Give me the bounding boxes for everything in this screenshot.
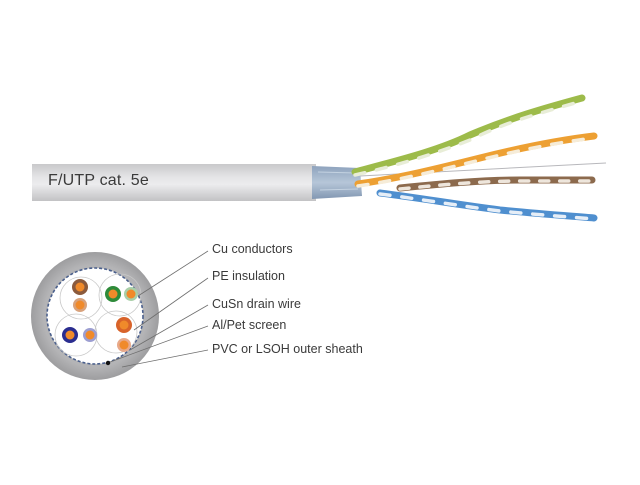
callout-screen: Al/Pet screen [212, 318, 287, 332]
pair-blue [376, 189, 598, 222]
callout-drain-wire: CuSn drain wire [212, 297, 301, 311]
pair-brown [396, 176, 596, 192]
outer-jacket [32, 164, 316, 201]
callout-pe-insulation: PE insulation [212, 269, 285, 283]
pair-orange [354, 132, 598, 188]
pair-green [351, 94, 586, 177]
leader-lines [109, 250, 209, 368]
cross-section [31, 252, 159, 380]
callout-outer-sheath: PVC or LSOH outer sheath [212, 342, 363, 356]
drain-wire-dot [105, 360, 111, 366]
callout-cu-conductors: Cu conductors [212, 242, 293, 256]
foil-screen [312, 166, 362, 199]
cable-type-label: F/UTP cat. 5e [48, 172, 150, 189]
